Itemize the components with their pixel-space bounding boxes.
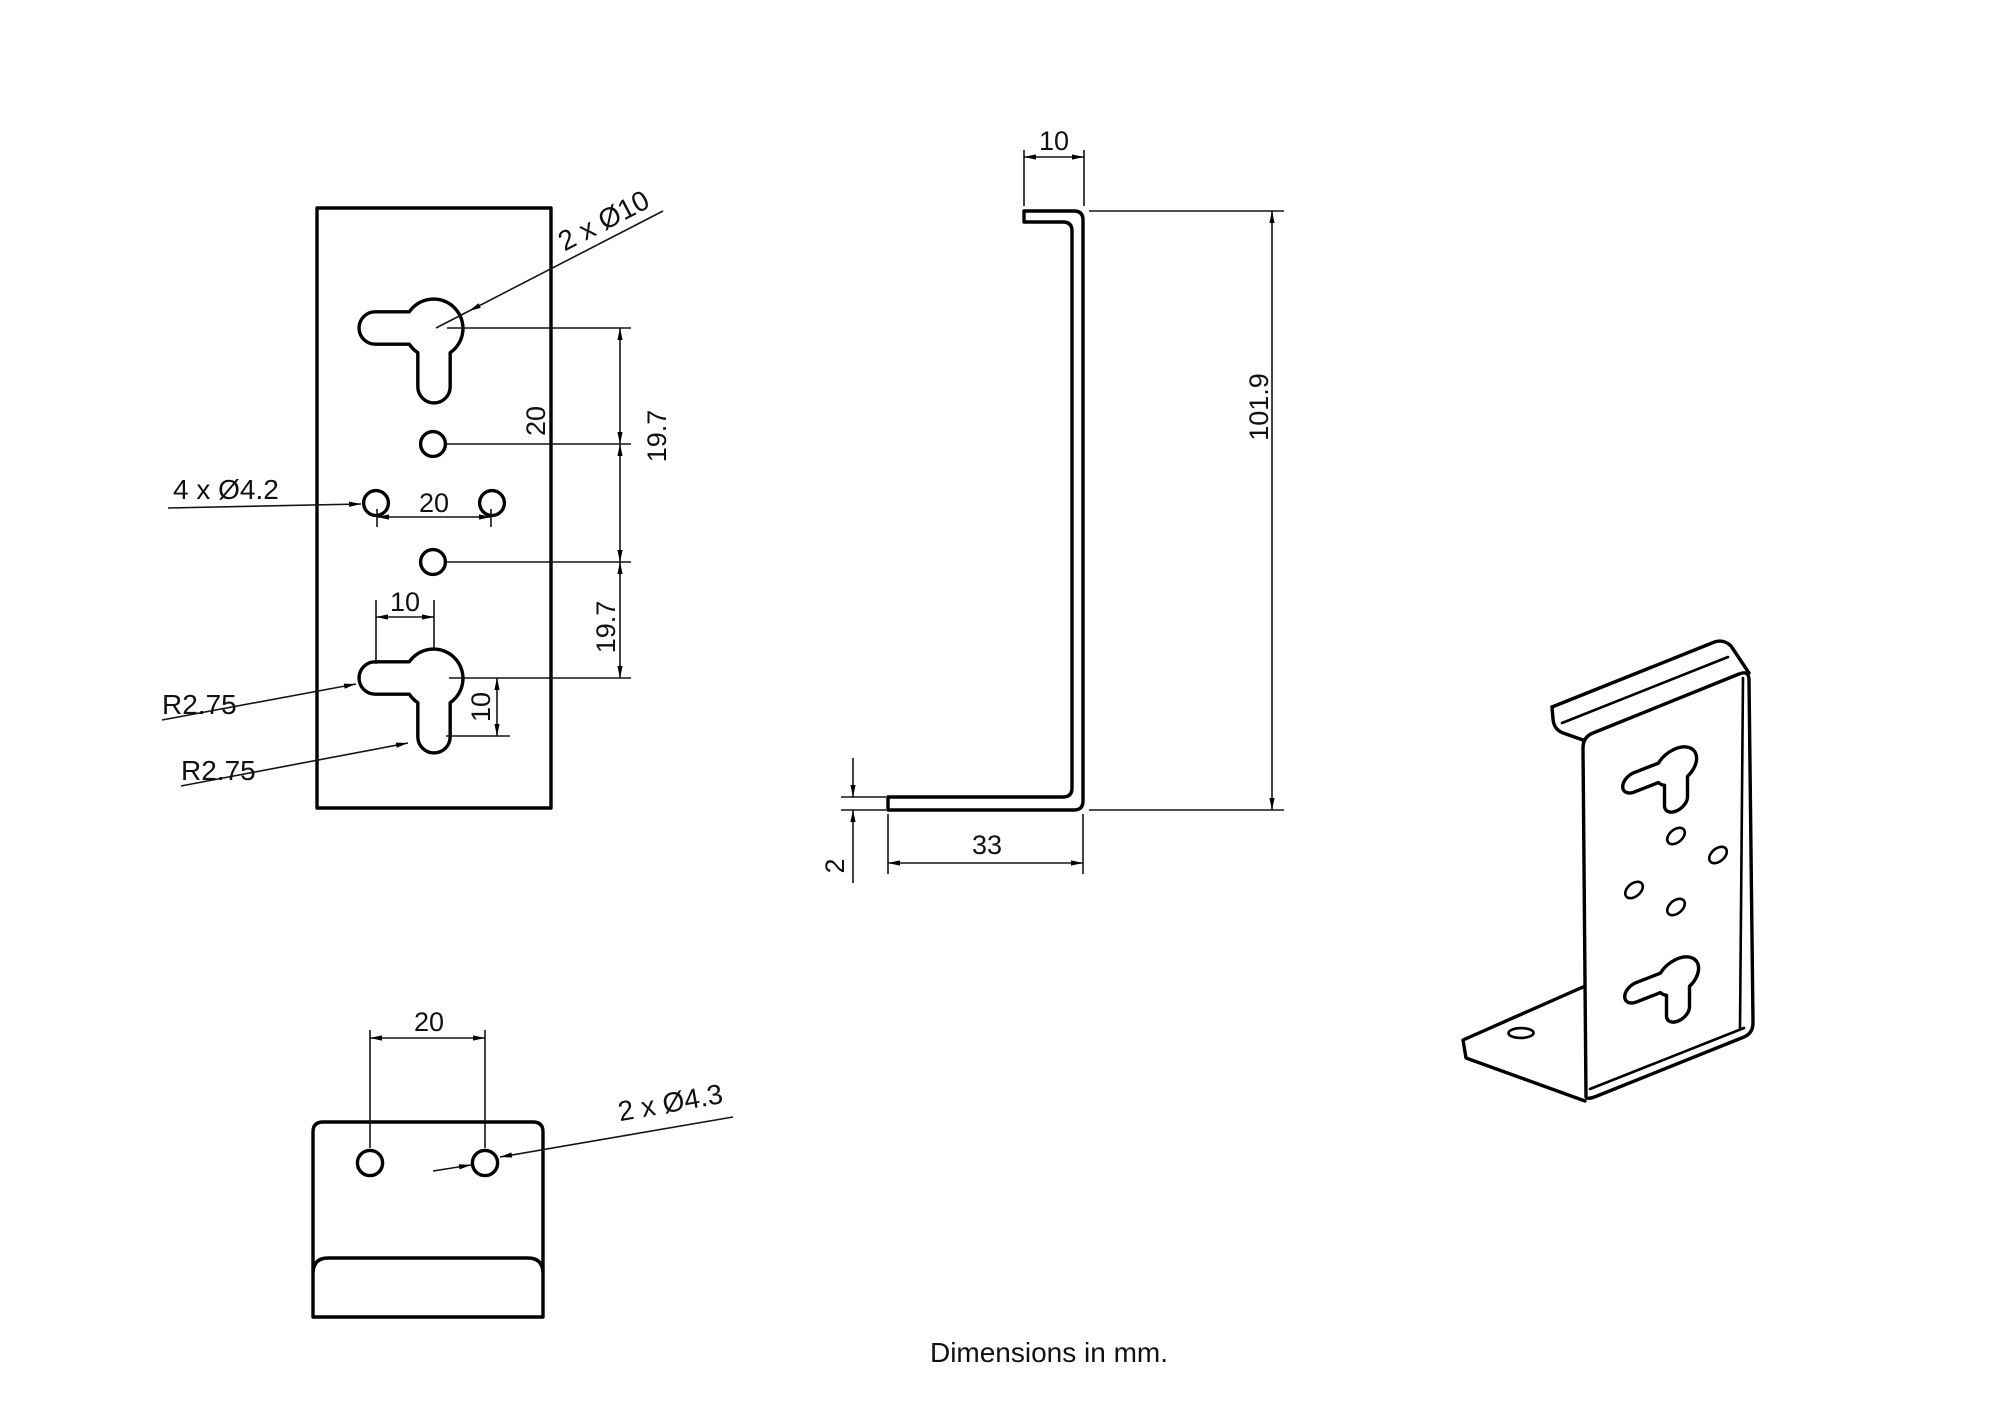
leader-line — [499, 1116, 734, 1158]
leader-line — [435, 310, 470, 329]
iso-plate-right-edge — [1738, 676, 1745, 1030]
upper-keyhole-slot — [359, 299, 463, 403]
dim-arm-vertical-label: 10 — [466, 692, 496, 722]
iso-small-hole-bottom — [1667, 896, 1685, 918]
dim-base-depth: 33 — [888, 830, 1083, 866]
dim-vertical-chain: 19.7 20 19.7 — [521, 328, 672, 678]
iso-lower-keyhole — [1625, 951, 1699, 1042]
side-profile-outline — [886, 209, 1085, 812]
small-hole-top — [418, 429, 448, 459]
dim-keyhole-to-hole-label: 19.7 — [642, 410, 672, 463]
lower-keyhole-slot — [359, 649, 463, 753]
radius-upper-label: R2.75 — [162, 689, 237, 720]
dim-holes-horizontal: 20 — [377, 488, 491, 520]
iso-top-lip-end-cap — [1550, 705, 1585, 742]
dim-top-flange: 10 — [1024, 126, 1084, 160]
units-note: Dimensions in mm. — [930, 1337, 1168, 1368]
isometric-view — [1461, 639, 1755, 1103]
small-hole-left — [361, 488, 391, 518]
iso-top-lip-bend-line — [1560, 655, 1730, 725]
leader-line — [167, 501, 362, 509]
iso-small-hole-left — [1625, 879, 1643, 901]
bottom-view: 20 2 x Ø4.3 — [311, 1007, 734, 1319]
iso-plate-face — [1581, 671, 1755, 1100]
iso-plate-bottom-edge — [1588, 1026, 1746, 1091]
dim-holes-horizontal-label: 20 — [419, 488, 449, 518]
iso-base-hole — [1503, 1026, 1538, 1040]
front-plate-outline — [315, 206, 553, 810]
leader-radius-lower: R2.75 — [180, 742, 409, 787]
iso-top-lip-outer — [1550, 639, 1751, 709]
dim-overall-height: 101.9 — [1244, 211, 1275, 810]
iso-upper-keyhole — [1623, 741, 1697, 832]
leader-radius-upper: R2.75 — [161, 683, 357, 721]
iso-small-hole-top — [1667, 825, 1685, 847]
dim-arm-vertical: 10 — [466, 678, 500, 736]
dim-arm-horizontal-label: 10 — [390, 587, 420, 617]
dim-overall-height-label: 101.9 — [1244, 373, 1274, 441]
radius-lower-label: R2.75 — [181, 755, 256, 786]
leader-base-holes: 2 x Ø4.3 — [432, 1078, 734, 1172]
leader-line — [432, 1164, 472, 1172]
base-hole-right — [470, 1148, 500, 1178]
leader-line — [161, 683, 357, 721]
dim-holes-vertical-label: 20 — [521, 406, 551, 436]
dim-base-hole-spacing: 20 — [370, 1007, 485, 1041]
keyhole-diameter-label: 2 x Ø10 — [553, 184, 654, 257]
leader-small-holes: 4 x Ø4.2 — [167, 474, 362, 509]
side-view: 10 101.9 33 2 — [820, 126, 1284, 883]
dim-thickness-label: 2 — [820, 858, 850, 873]
base-outline — [311, 1120, 545, 1319]
small-hole-bottom — [418, 547, 448, 577]
small-holes-label: 4 x Ø4.2 — [173, 474, 279, 505]
dim-base-depth-label: 33 — [972, 830, 1002, 860]
iso-small-hole-right — [1709, 844, 1727, 866]
small-hole-right — [477, 488, 507, 518]
dim-base-hole-spacing-label: 20 — [414, 1007, 444, 1037]
leader-line — [468, 210, 664, 312]
dim-hole-to-keyhole-label: 19.7 — [591, 601, 621, 654]
flange-edge-line — [311, 1256, 545, 1274]
dim-top-flange-label: 10 — [1039, 126, 1069, 156]
front-view: 19.7 20 19.7 20 10 10 2 x Ø10 4 x Ø4 — [161, 184, 672, 810]
leader-line — [180, 742, 409, 787]
base-holes-label: 2 x Ø4.3 — [616, 1078, 726, 1127]
iso-base-flange — [1461, 985, 1587, 1103]
dim-arm-horizontal: 10 — [376, 587, 434, 620]
base-hole-left — [355, 1148, 385, 1178]
dim-thickness: 2 — [820, 758, 856, 883]
